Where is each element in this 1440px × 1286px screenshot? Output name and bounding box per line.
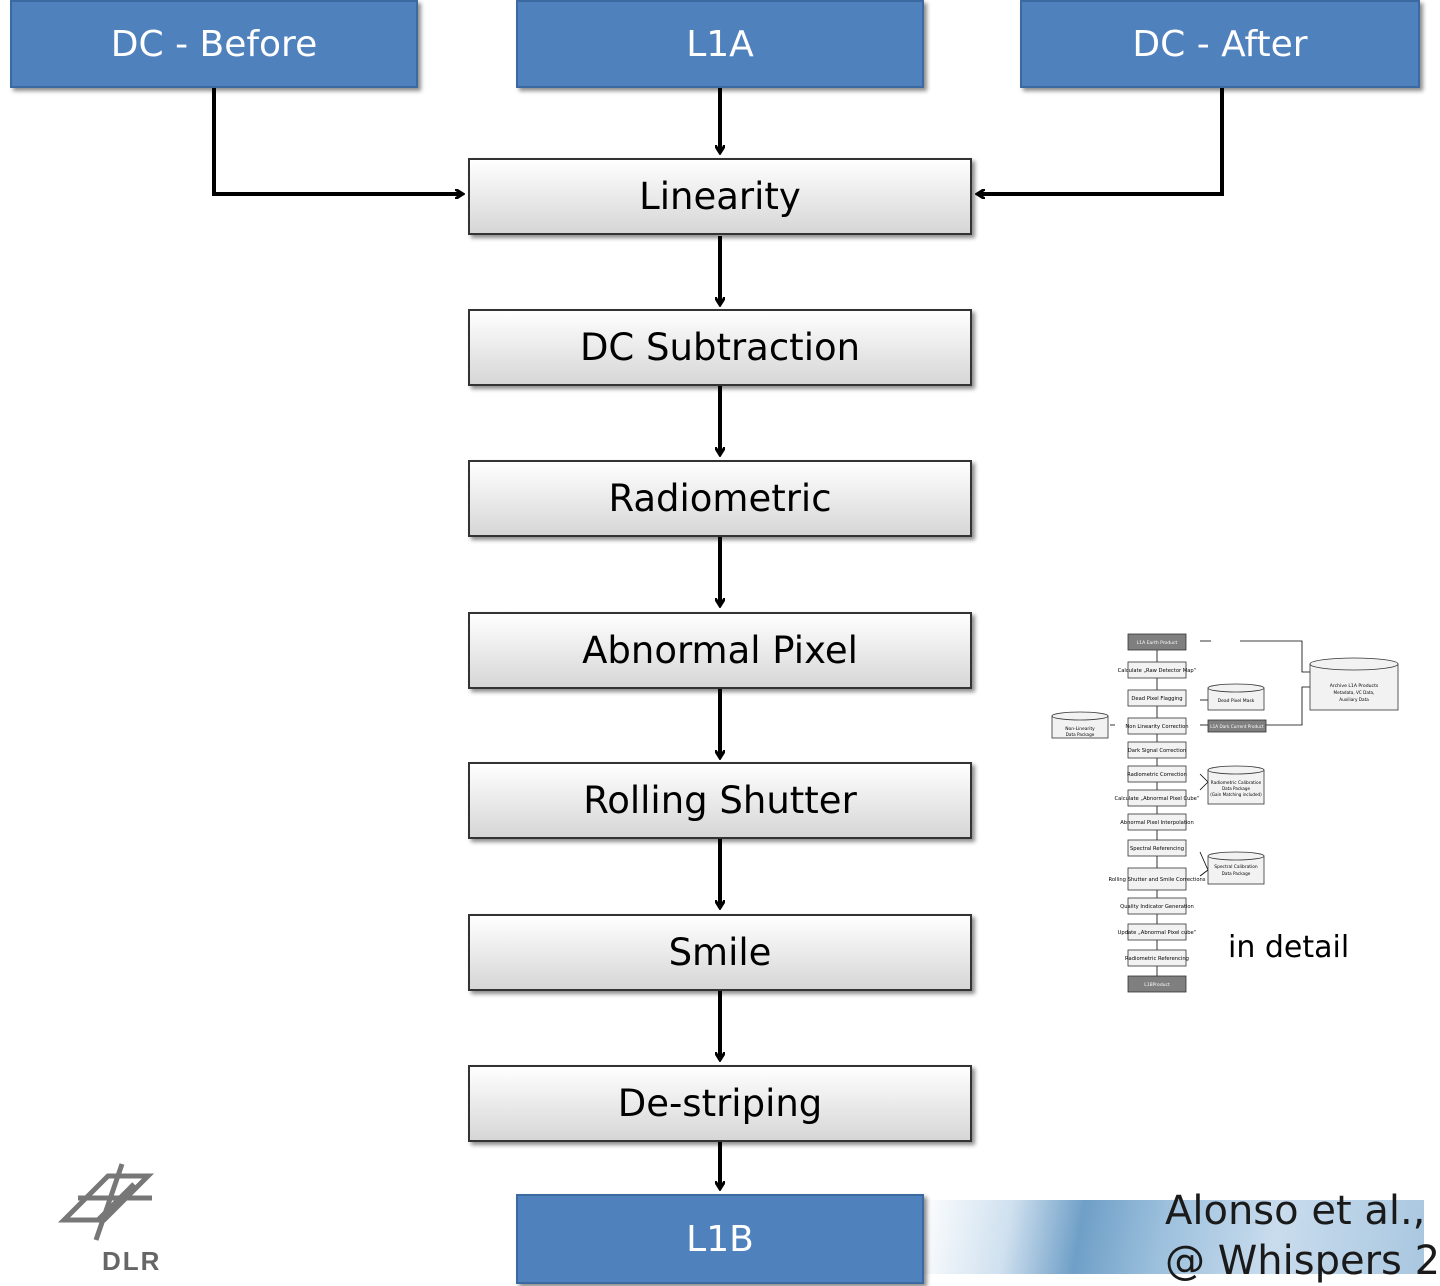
mini-step-8 (1127, 839, 1187, 857)
mini-step-12 (1127, 949, 1187, 967)
mini-archive-cylinder (1309, 657, 1399, 711)
citation-text: Alonso et al., @ Whispers 2 (1165, 1188, 1440, 1284)
dlr-logo-text: DLR (102, 1246, 162, 1276)
mini-step-3 (1127, 717, 1187, 735)
background-wave-strip (920, 1200, 1424, 1274)
l1a-box: L1A (516, 0, 924, 88)
mini-spectral-cylinder (1207, 851, 1265, 885)
svg-text:Calculate „Raw Detector Map“: Calculate „Raw Detector Map“ (1118, 668, 1197, 674)
step-de-striping: De-striping (468, 1065, 972, 1142)
mini-dead-pixel-cylinder (1207, 683, 1265, 711)
mini-step-13 (1127, 975, 1187, 993)
svg-text:Metadata, VC Data,: Metadata, VC Data, (1334, 690, 1375, 695)
step-dc-subtraction: DC Subtraction (468, 309, 972, 386)
svg-text:Data Package: Data Package (1222, 871, 1251, 876)
l1b-box: L1B (516, 1194, 924, 1284)
step-linearity: Linearity (468, 158, 972, 235)
mini-non-linearity-cylinder (1051, 711, 1109, 739)
step-abnormal-pixel: Abnormal Pixel (468, 612, 972, 689)
mini-radiometric-cylinder (1207, 765, 1265, 805)
mini-step-5 (1127, 765, 1187, 783)
mini-dark-current (1207, 719, 1267, 733)
svg-text:(Gain Matching included): (Gain Matching included) (1210, 792, 1262, 797)
detail-flow-diagram: L1A Earth Product Calculate „Raw Detecto… (1051, 633, 1399, 993)
mini-step-6 (1127, 789, 1187, 807)
step-radiometric: Radiometric (468, 460, 972, 537)
mini-step-1 (1127, 661, 1187, 679)
svg-text:Data Package: Data Package (1222, 786, 1251, 791)
svg-text:Rolling Shutter and Smile Corr: Rolling Shutter and Smile Corrections (1108, 877, 1205, 883)
mini-label-0: L1A Earth Product (1137, 640, 1178, 646)
svg-text:Dead Pixel Mask: Dead Pixel Mask (1218, 698, 1255, 704)
svg-text:Radiometric Correction: Radiometric Correction (1127, 772, 1187, 778)
svg-text:Auxiliary Data: Auxiliary Data (1339, 697, 1369, 702)
mini-step-7 (1127, 813, 1187, 831)
step-smile: Smile (468, 914, 972, 991)
svg-text:Abnormal Pixel Interpolation: Abnormal Pixel Interpolation (1120, 820, 1194, 826)
dc-before-box: DC - Before (10, 0, 418, 88)
svg-text:Calculate „Abnormal Pixel Cube: Calculate „Abnormal Pixel Cube“ (1114, 796, 1199, 802)
mini-step-4 (1127, 741, 1187, 759)
svg-text:Dead Pixel Flagging: Dead Pixel Flagging (1131, 696, 1182, 702)
svg-text:Quality Indicator Generation: Quality Indicator Generation (1120, 904, 1194, 910)
step-rolling-shutter: Rolling Shutter (468, 762, 972, 839)
mini-step-10 (1127, 897, 1187, 915)
svg-text:Dark Signal Correction: Dark Signal Correction (1128, 748, 1186, 754)
in-detail-label: in detail (1228, 930, 1350, 965)
svg-text:Archive L1A Products: Archive L1A Products (1330, 683, 1379, 689)
dc-after-box: DC - After (1020, 0, 1420, 88)
mini-step-9 (1127, 867, 1187, 891)
svg-text:L1BProduct: L1BProduct (1144, 982, 1170, 988)
svg-text:Non-Linearity: Non-Linearity (1065, 726, 1095, 732)
arrow-dc-before-to-linearity (212, 88, 462, 194)
svg-text:Spectral Referencing: Spectral Referencing (1130, 846, 1184, 852)
arrow-dc-after-to-linearity (978, 88, 1224, 194)
mini-step-2 (1127, 689, 1187, 707)
mini-step-0 (1127, 633, 1187, 651)
svg-text:Radiometric Calibration: Radiometric Calibration (1211, 780, 1262, 786)
mini-step-11 (1127, 923, 1187, 941)
flow-arrows (212, 88, 1224, 1274)
dlr-logo-icon (57, 1163, 155, 1241)
svg-text:Data Package: Data Package (1066, 732, 1095, 737)
svg-text:Spectral Calibration: Spectral Calibration (1214, 864, 1258, 870)
svg-text:Update „Abnormal Pixel cube“: Update „Abnormal Pixel cube“ (1118, 930, 1197, 936)
svg-text:L1A Dark Current Product: L1A Dark Current Product (1210, 724, 1264, 729)
svg-text:Radiometric Referencing: Radiometric Referencing (1125, 956, 1189, 962)
svg-text:Non Linearity Correction: Non Linearity Correction (1125, 724, 1188, 730)
